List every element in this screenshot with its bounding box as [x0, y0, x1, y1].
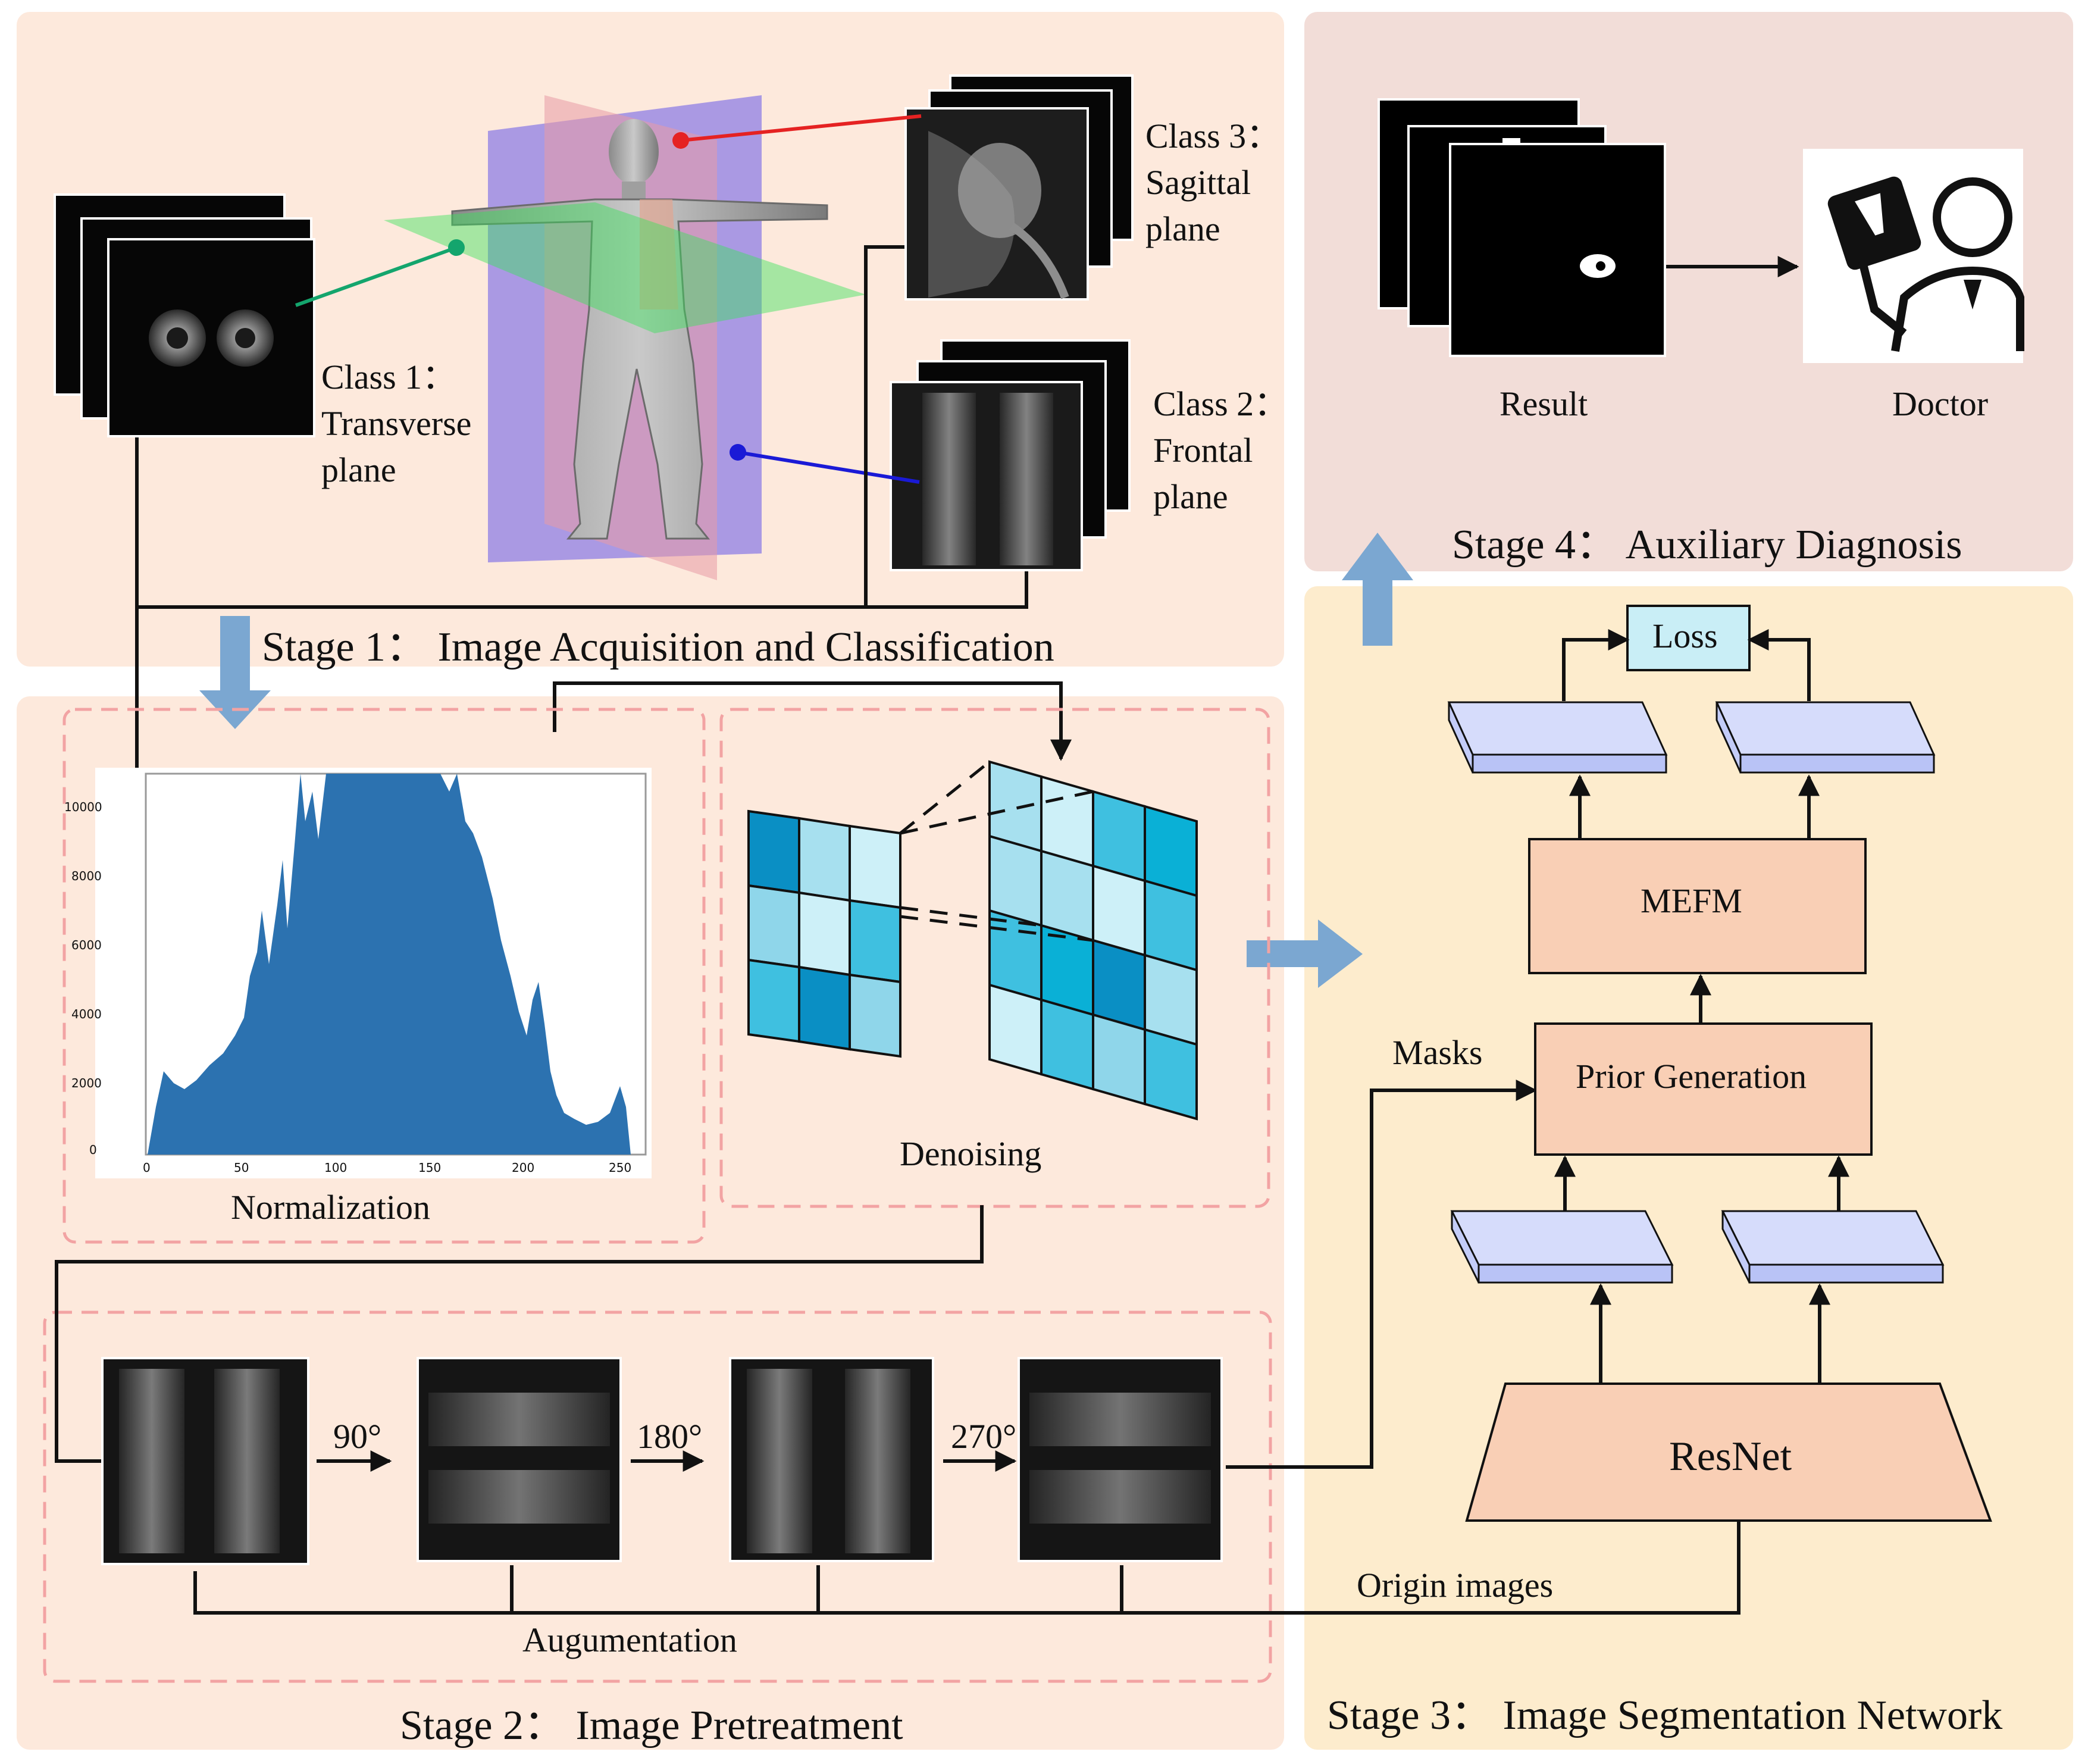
augment-image-4: [1018, 1357, 1223, 1562]
small-grid: [747, 809, 901, 1058]
sagittal-mri-content: [928, 131, 1069, 299]
augmentation-label: Augumentation: [522, 1621, 737, 1659]
loss-box: [1626, 605, 1751, 671]
class2-line1: Class 2：: [1153, 384, 1289, 423]
bottom-feature-slabs: [1450, 1210, 1945, 1284]
hist-ytick-10000: 10000: [64, 800, 102, 814]
hist-xtick-100: 100: [324, 1161, 348, 1175]
stage2-title: Stage 2： Image Pretreatment: [400, 1703, 903, 1749]
angle-90-label: 90°: [333, 1417, 382, 1456]
stage2-lines: [55, 1080, 1740, 1615]
angle-180-label: 180°: [637, 1417, 703, 1456]
segmentation-network: [1447, 605, 1992, 1522]
class1-line3: plane: [321, 451, 396, 489]
origin-images-label: Origin images: [1357, 1566, 1554, 1605]
result-mask-content: [1502, 138, 1616, 278]
hist-ytick-0: 0: [89, 1143, 97, 1157]
hist-ytick-2000: 2000: [71, 1076, 102, 1090]
loss-label: Loss: [1652, 617, 1718, 655]
resnet-label: ResNet: [1669, 1434, 1792, 1480]
class2-line2: Frontal: [1153, 431, 1253, 470]
flow-arrows: [199, 533, 1413, 988]
masks-label: Masks: [1392, 1033, 1483, 1072]
class3-line2: Sagittal: [1145, 163, 1251, 202]
stage1-title: Stage 1： Image Acquisition and Classific…: [262, 624, 1054, 670]
hist-ytick-6000: 6000: [71, 938, 102, 952]
normalization-label: Normalization: [231, 1188, 431, 1227]
mefm-box: [1528, 838, 1867, 974]
angle-270-label: 270°: [951, 1417, 1017, 1456]
prior-generation-box: [1534, 1022, 1873, 1156]
class2-label: Class 2： Frontal plane: [1153, 381, 1288, 520]
augment-mri-content: [119, 1369, 1211, 1553]
denoising-projection-lines: [899, 761, 1094, 942]
anatomical-planes-figure: [384, 95, 866, 580]
stage2-dashed-boxes: [43, 708, 1272, 1683]
normalization-histogram: [95, 768, 652, 1178]
class3-line3: plane: [1145, 209, 1220, 248]
frontal-connector: [737, 451, 920, 484]
hist-xtick-200: 200: [512, 1161, 535, 1175]
result-label: Result: [1500, 384, 1588, 423]
hist-xtick-150: 150: [418, 1161, 442, 1175]
stage4-title: Stage 4： Auxiliary Diagnosis: [1452, 522, 1962, 568]
hist-xtick-50: 50: [234, 1161, 249, 1175]
hist-ytick-4000: 4000: [71, 1007, 102, 1021]
result-stack-front: [1449, 143, 1666, 357]
mefm-label: MEFM: [1641, 881, 1742, 920]
class2-line3: plane: [1153, 477, 1228, 516]
denoising-grids: [747, 760, 1198, 1121]
denoising-label: Denoising: [900, 1134, 1042, 1173]
augment-image-2: [417, 1357, 622, 1562]
stage3-title: Stage 3： Image Segmentation Network: [1327, 1693, 2003, 1738]
hist-xtick-250: 250: [609, 1161, 632, 1175]
large-grid: [988, 760, 1198, 1121]
stage3-panel: [1304, 586, 2073, 1750]
prior-generation-label: Prior Generation: [1576, 1057, 1807, 1096]
class1-line1: Class 1：: [321, 358, 457, 396]
class1-label: Class 1： Transverse plane: [321, 354, 471, 493]
class1-line2: Transverse: [321, 404, 472, 443]
stage1-bracket: [135, 245, 1072, 768]
top-feature-slabs: [1447, 701, 1936, 774]
hist-xtick-0: 0: [143, 1161, 151, 1175]
doctor-icon: [1803, 149, 2024, 363]
resnet-block: [1465, 1383, 1992, 1522]
transverse-stack-front: [107, 238, 315, 437]
sagittal-connector: [680, 114, 922, 142]
frontal-mri-content: [922, 393, 1053, 565]
transverse-connector: [295, 246, 458, 307]
transverse-mri-content: [149, 309, 274, 367]
transverse-plane-shape: [384, 202, 866, 333]
doctor-label: Doctor: [1892, 384, 1989, 423]
hist-ytick-8000: 8000: [71, 869, 102, 883]
class3-label: Class 3： Sagittal plane: [1145, 113, 1281, 252]
class3-line1: Class 3：: [1145, 117, 1281, 155]
